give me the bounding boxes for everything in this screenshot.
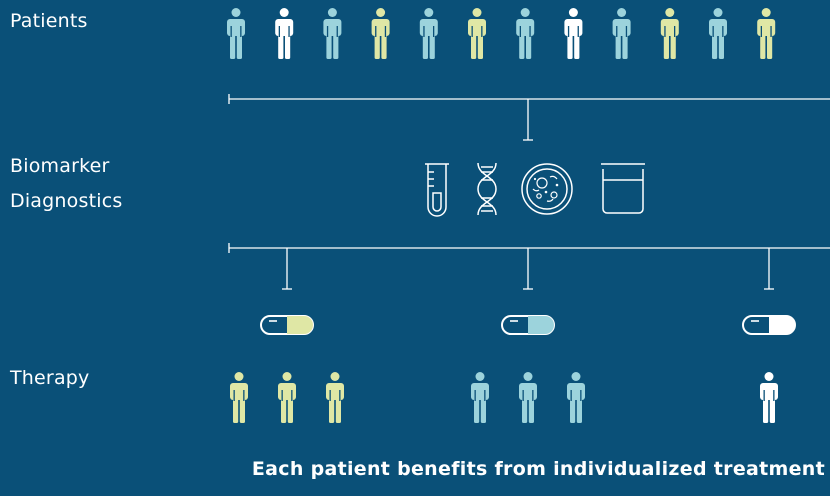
patient-icon — [371, 8, 390, 59]
test-tube-icon — [425, 163, 449, 217]
patient-icon — [757, 8, 776, 59]
therapy-patient-icon — [471, 372, 489, 423]
patient-icon — [323, 8, 342, 59]
therapy-patient-icon — [326, 372, 344, 423]
caption: Each patient benefits from individualize… — [251, 458, 825, 480]
dna-helix-icon — [477, 162, 497, 216]
petri-dish-icon — [521, 163, 573, 215]
patient-icon — [516, 8, 535, 59]
patient-icon — [275, 8, 294, 59]
biomarker-label-line2: Diagnostics — [10, 190, 123, 212]
therapy-label: Therapy — [10, 367, 90, 389]
pill-icon — [742, 315, 796, 335]
patient-icon — [468, 8, 486, 59]
patients-label: Patients — [10, 10, 88, 32]
patient-icon — [709, 8, 727, 59]
biomarker-label-line1: Biomarker — [10, 155, 110, 177]
patient-icon — [564, 8, 583, 59]
therapy-patient-icon — [567, 372, 585, 423]
pill-icon — [260, 315, 314, 335]
pill-icon — [501, 315, 555, 335]
therapy-patient-icon — [519, 372, 537, 423]
beaker-icon — [601, 163, 645, 214]
therapy-patient-icon — [278, 372, 296, 423]
therapy-patient-icon — [760, 372, 778, 423]
patient-icon — [227, 8, 245, 59]
patient-icon — [612, 8, 631, 59]
therapy-patient-icon — [230, 372, 248, 423]
patient-icon — [660, 8, 679, 59]
patient-icon — [419, 8, 438, 59]
